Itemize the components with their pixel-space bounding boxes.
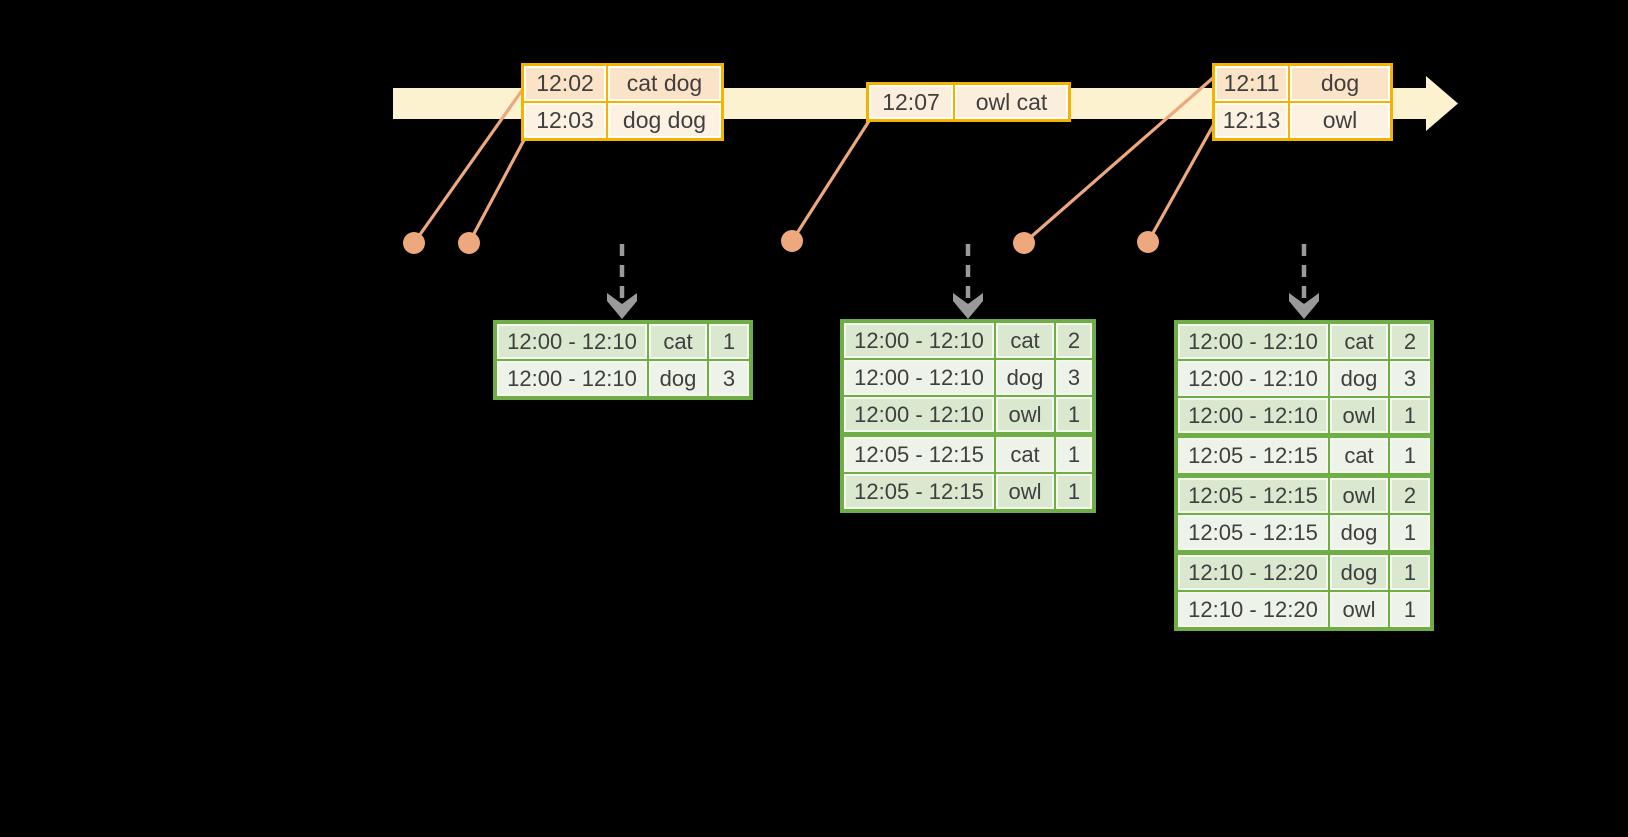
event-dot — [1013, 232, 1035, 254]
count-cell: 2 — [1056, 323, 1092, 358]
word-cell: cat — [649, 324, 707, 359]
timeline-arrowhead-icon — [1426, 76, 1458, 131]
table-row: 12:00 - 12:10 dog 3 — [1178, 361, 1430, 396]
count-cell: 1 — [1390, 438, 1430, 473]
table-row: 12:00 - 12:10 cat 1 — [497, 324, 749, 359]
window-cell: 12:00 - 12:10 — [1178, 324, 1328, 359]
event-words-cell: dog dog — [608, 103, 721, 138]
trigger-arrowheads — [607, 293, 1319, 319]
event-connector-line — [467, 139, 526, 244]
result-table-3: 12:00 - 12:10 cat 2 12:00 - 12:10 dog 3 … — [1174, 320, 1434, 631]
word-cell: owl — [1330, 592, 1388, 627]
count-cell: 3 — [709, 361, 749, 396]
count-cell: 1 — [1390, 398, 1430, 433]
result-table-1: 12:00 - 12:10 cat 1 12:00 - 12:10 dog 3 — [493, 320, 753, 400]
window-cell: 12:00 - 12:10 — [1178, 361, 1328, 396]
window-cell: 12:00 - 12:10 — [497, 361, 647, 396]
window-cell: 12:05 - 12:15 — [844, 437, 994, 472]
event-words-cell: owl cat — [955, 85, 1068, 119]
trigger-arrow-lines — [619, 244, 1307, 302]
table-row: 12:05 - 12:15 cat 1 — [844, 437, 1092, 472]
event-connector-line — [1022, 75, 1216, 245]
word-cell: cat — [996, 323, 1054, 358]
event-row: 12:13 owl — [1215, 103, 1390, 138]
count-cell: 1 — [709, 324, 749, 359]
table-row: 12:00 - 12:10 owl 1 — [844, 397, 1092, 432]
table-row: 12:00 - 12:10 owl 1 — [1178, 398, 1430, 433]
event-box-2: 12:07 owl cat — [866, 82, 1071, 122]
window-cell: 12:05 - 12:15 — [1178, 438, 1328, 473]
event-row: 12:07 owl cat — [869, 85, 1068, 119]
table-row: 12:00 - 12:10 cat 2 — [1178, 324, 1430, 359]
word-cell: cat — [1330, 324, 1388, 359]
trigger-arrowhead-icon — [1289, 293, 1319, 319]
table-row: 12:05 - 12:15 owl 1 — [844, 474, 1092, 509]
event-dot — [1137, 231, 1159, 253]
event-time-cell: 12:03 — [524, 103, 606, 138]
table-row: 12:00 - 12:10 dog 3 — [844, 360, 1092, 395]
event-connector-line — [790, 120, 871, 242]
table-row: 12:05 - 12:15 dog 1 — [1178, 515, 1430, 550]
event-dots — [403, 230, 1159, 254]
count-cell: 1 — [1390, 515, 1430, 550]
window-cell: 12:05 - 12:15 — [1178, 515, 1328, 550]
count-cell: 2 — [1390, 478, 1430, 513]
window-cell: 12:00 - 12:10 — [844, 323, 994, 358]
table-row: 12:10 - 12:20 owl 1 — [1178, 592, 1430, 627]
count-cell: 1 — [1390, 555, 1430, 590]
count-cell: 3 — [1056, 360, 1092, 395]
word-cell: dog — [1330, 555, 1388, 590]
event-dot — [458, 232, 480, 254]
trigger-arrowhead-icon — [953, 293, 983, 319]
word-cell: owl — [1330, 398, 1388, 433]
word-cell: dog — [996, 360, 1054, 395]
event-connector-line — [412, 88, 525, 244]
count-cell: 3 — [1390, 361, 1430, 396]
table-row: 12:05 - 12:15 cat 1 — [1178, 438, 1430, 473]
table-row: 12:00 - 12:10 cat 2 — [844, 323, 1092, 358]
event-dot — [403, 232, 425, 254]
count-cell: 1 — [1056, 474, 1092, 509]
table-row: 12:10 - 12:20 dog 1 — [1178, 555, 1430, 590]
event-row: 12:03 dog dog — [524, 103, 721, 138]
window-cell: 12:00 - 12:10 — [844, 397, 994, 432]
window-cell: 12:05 - 12:15 — [1178, 478, 1328, 513]
table-row: 12:00 - 12:10 dog 3 — [497, 361, 749, 396]
window-cell: 12:10 - 12:20 — [1178, 592, 1328, 627]
trigger-arrowhead-icon — [607, 293, 637, 319]
event-connector-lines — [412, 75, 1216, 245]
window-cell: 12:10 - 12:20 — [1178, 555, 1328, 590]
word-cell: owl — [996, 397, 1054, 432]
count-cell: 1 — [1056, 397, 1092, 432]
count-cell: 1 — [1390, 592, 1430, 627]
event-time-cell: 12:07 — [869, 85, 953, 119]
count-cell: 1 — [1056, 437, 1092, 472]
event-row: 12:11 dog — [1215, 66, 1390, 101]
word-cell: dog — [1330, 361, 1388, 396]
event-time-cell: 12:13 — [1215, 103, 1288, 138]
window-cell: 12:00 - 12:10 — [1178, 398, 1328, 433]
word-cell: owl — [996, 474, 1054, 509]
word-cell: owl — [1330, 478, 1388, 513]
count-cell: 2 — [1390, 324, 1430, 359]
window-cell: 12:05 - 12:15 — [844, 474, 994, 509]
event-words-cell: owl — [1290, 103, 1390, 138]
event-row: 12:02 cat dog — [524, 66, 721, 101]
event-words-cell: cat dog — [608, 66, 721, 101]
result-table-2: 12:00 - 12:10 cat 2 12:00 - 12:10 dog 3 … — [840, 319, 1096, 513]
word-cell: cat — [1330, 438, 1388, 473]
event-connector-line — [1146, 123, 1216, 243]
window-cell: 12:00 - 12:10 — [497, 324, 647, 359]
event-box-1: 12:02 cat dog 12:03 dog dog — [521, 63, 724, 141]
word-cell: dog — [1330, 515, 1388, 550]
event-dot — [781, 230, 803, 252]
event-words-cell: dog — [1290, 66, 1390, 101]
word-cell: cat — [996, 437, 1054, 472]
event-time-cell: 12:11 — [1215, 66, 1288, 101]
word-cell: dog — [649, 361, 707, 396]
event-time-cell: 12:02 — [524, 66, 606, 101]
event-box-3: 12:11 dog 12:13 owl — [1212, 63, 1393, 141]
table-row: 12:05 - 12:15 owl 2 — [1178, 478, 1430, 513]
window-cell: 12:00 - 12:10 — [844, 360, 994, 395]
